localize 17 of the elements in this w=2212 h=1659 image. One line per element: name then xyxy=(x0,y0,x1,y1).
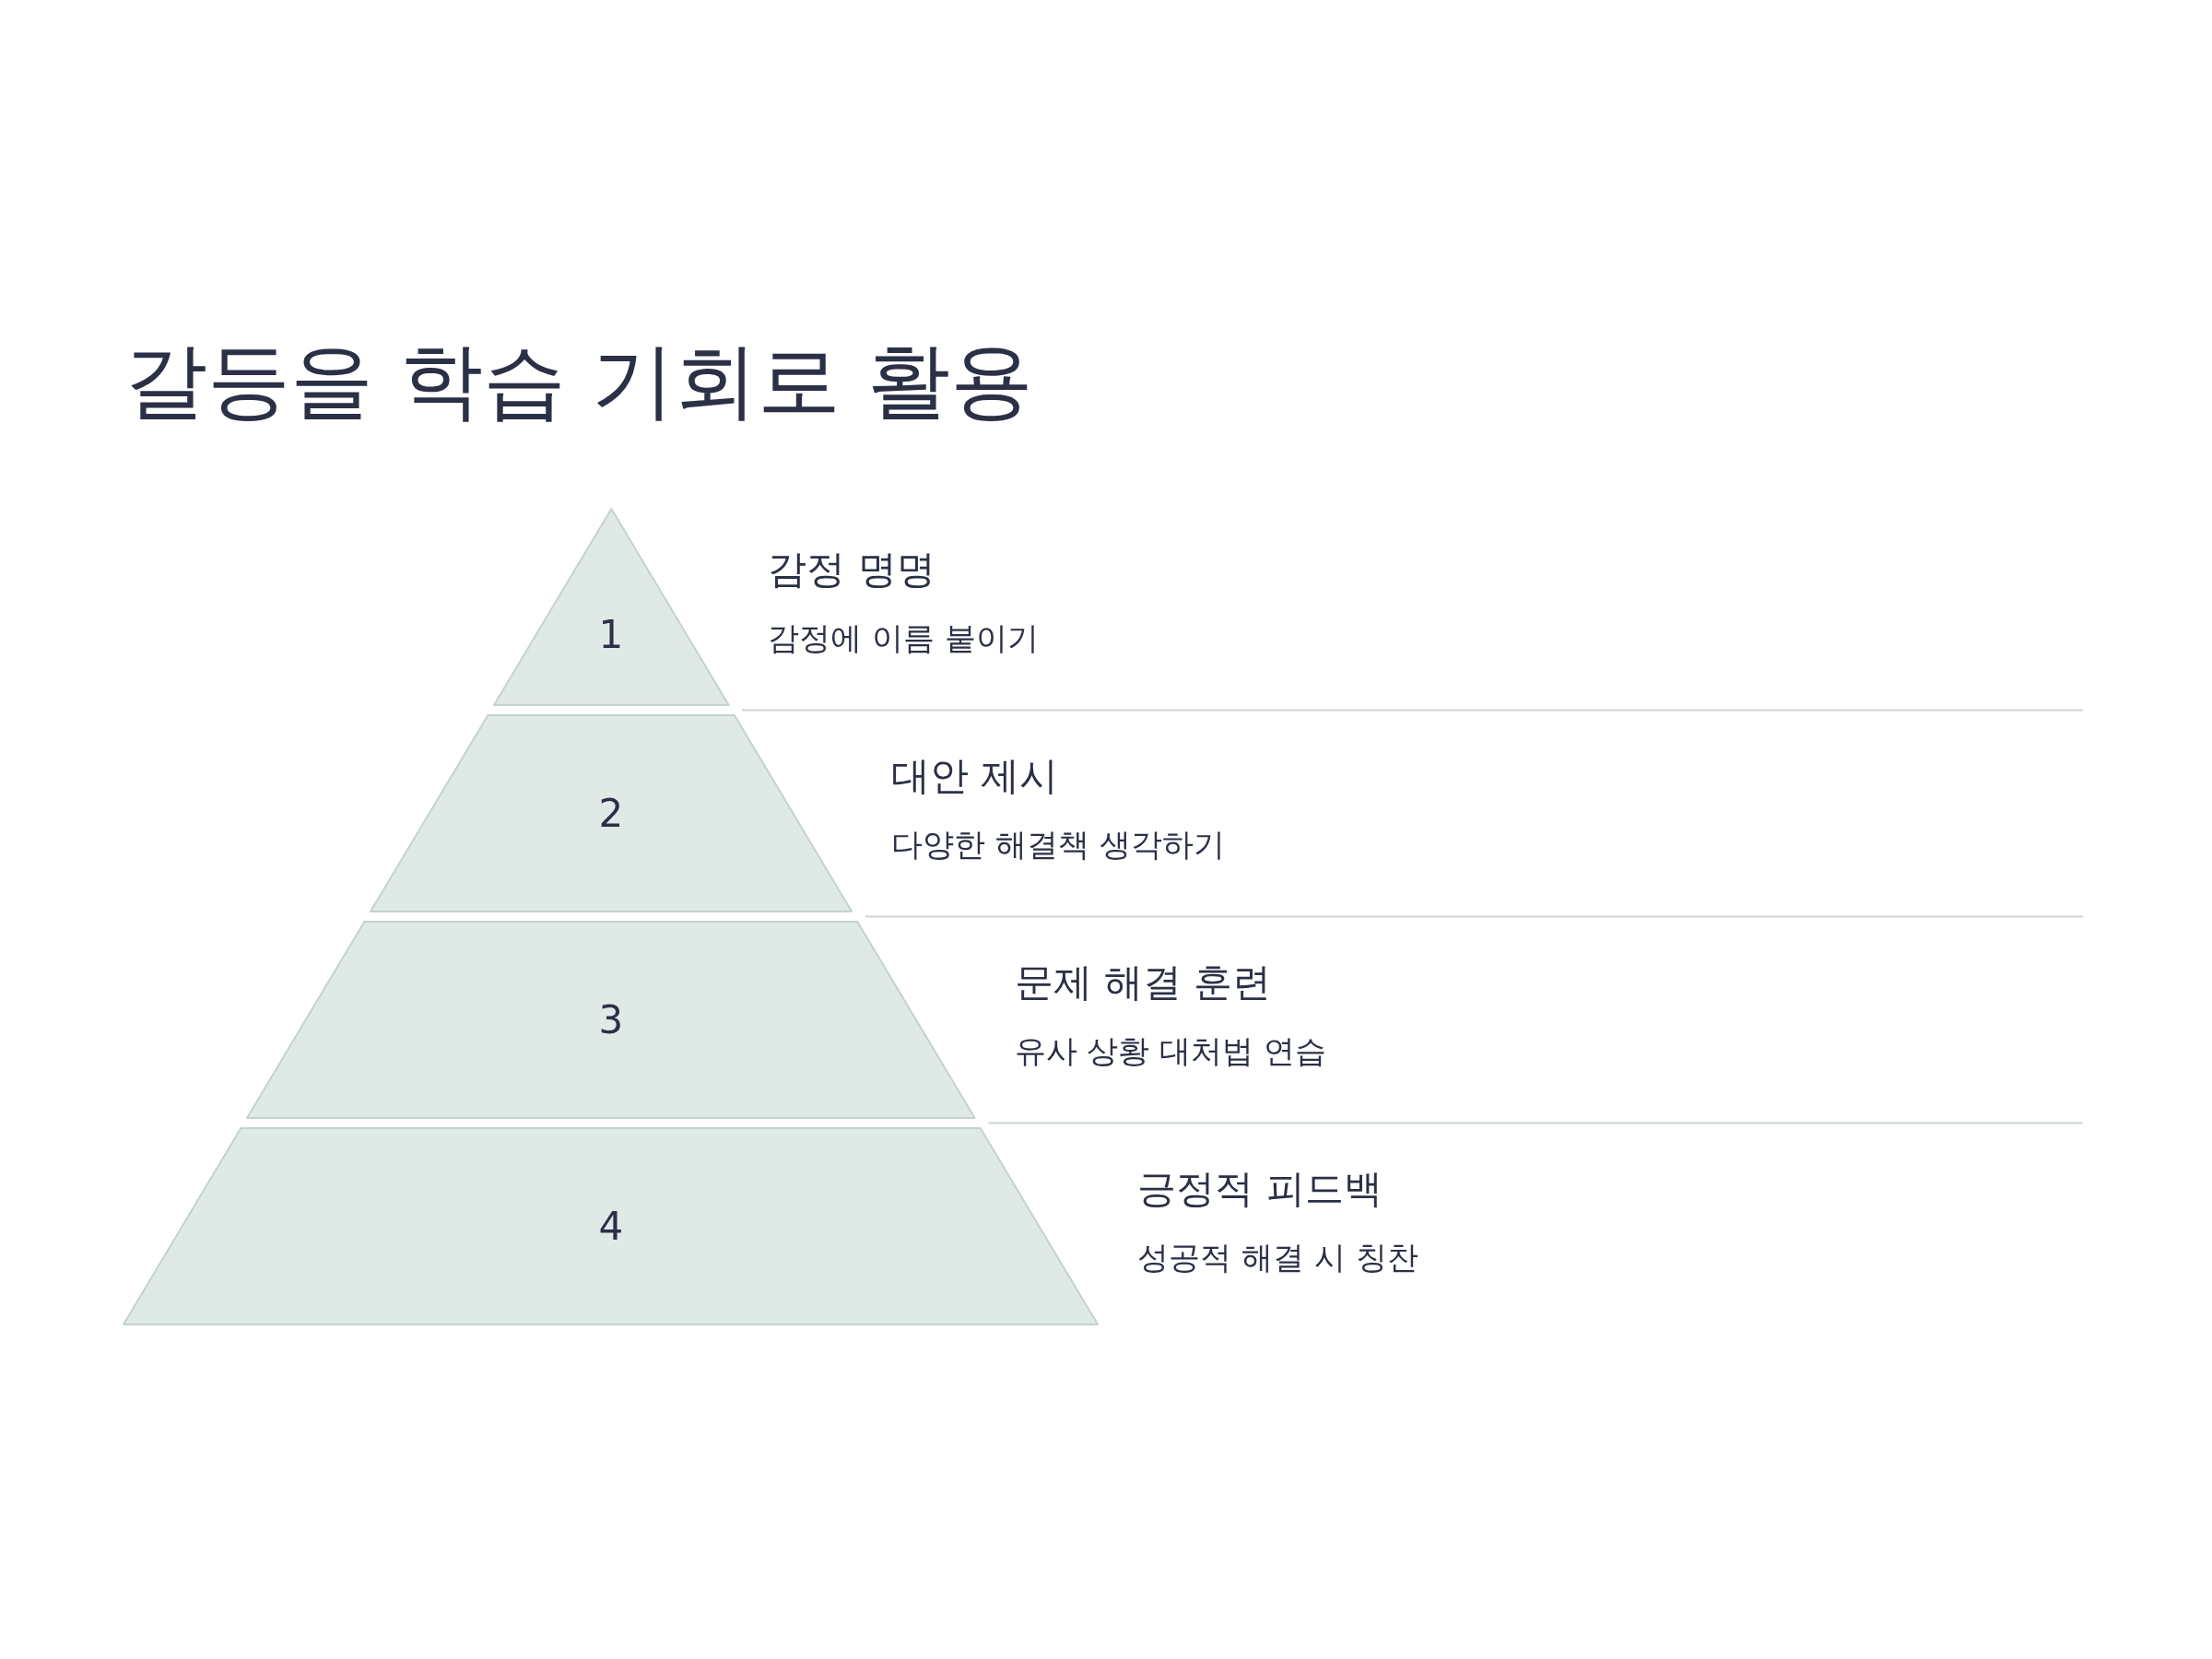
tier-title: 감정 명명 xyxy=(768,547,936,594)
tier-description: 감정에 이름 붙이기 xyxy=(768,619,1039,658)
tier-description: 다양한 해결책 생각하기 xyxy=(890,826,1225,865)
pyramid-tier xyxy=(123,1127,1100,1325)
tier-number: 4 xyxy=(598,1203,624,1250)
tier-description: 성공적 해결 시 칭찬 xyxy=(1137,1239,1418,1277)
tier-title: 문제 해결 훈련 xyxy=(1014,959,1273,1006)
tier-number: 2 xyxy=(598,790,624,837)
page-title: 갈등을 학습 기회로 활용 xyxy=(124,331,1033,430)
pyramid-tier xyxy=(246,921,976,1119)
pyramid-tier xyxy=(492,508,730,706)
tier-title: 긍정적 피드백 xyxy=(1137,1166,1383,1213)
pyramid-tier xyxy=(369,714,853,912)
tier-number: 3 xyxy=(598,996,624,1043)
tier-description: 유사 상황 대처법 연습 xyxy=(1014,1032,1327,1071)
tier-title: 대안 제시 xyxy=(890,753,1060,800)
tier-number: 1 xyxy=(598,611,624,658)
